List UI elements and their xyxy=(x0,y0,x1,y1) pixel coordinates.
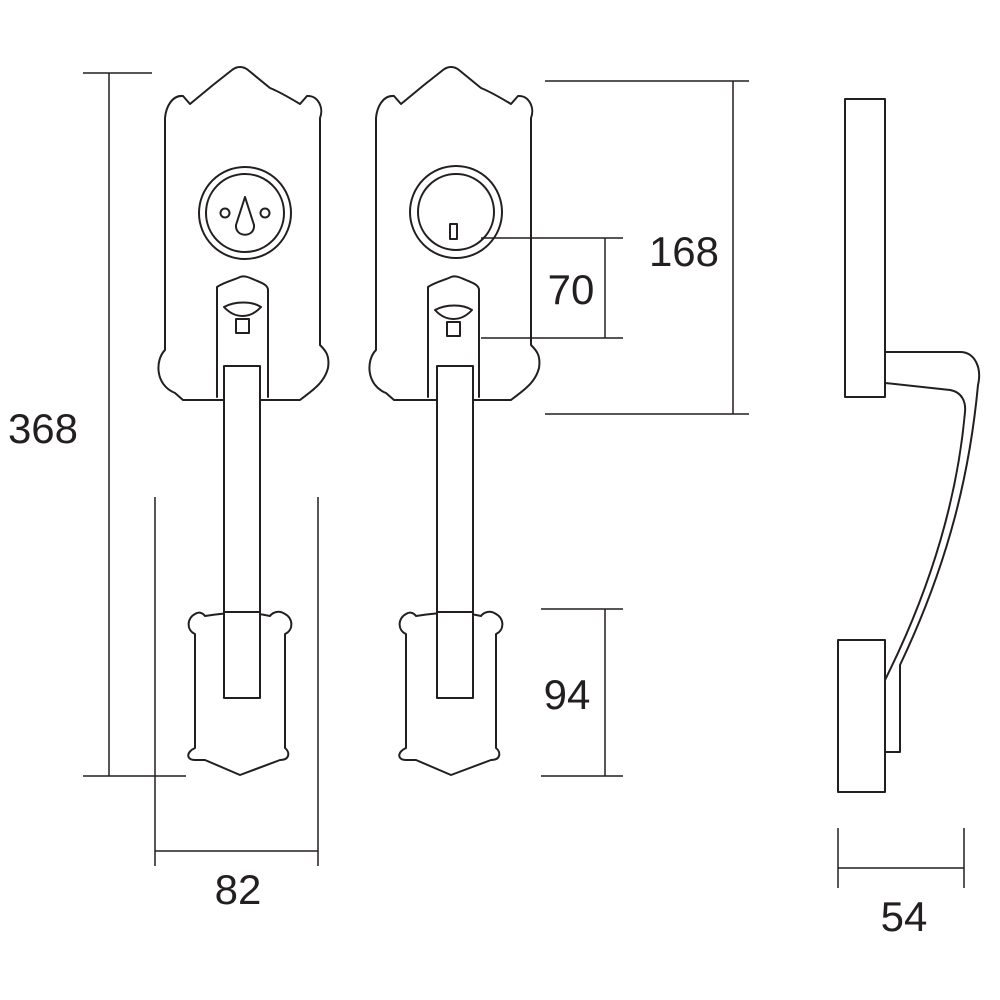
thumbturn-icon xyxy=(234,196,256,236)
dimension-label-plate-height: 168 xyxy=(649,228,719,275)
profile-handle-curve xyxy=(884,351,980,753)
profile-top-escutcheon xyxy=(844,98,886,398)
interior-thumb-housing xyxy=(216,275,269,398)
exterior-thumb-piece xyxy=(434,304,473,320)
interior-top-escutcheon xyxy=(157,66,330,401)
dimension-label-width: 82 xyxy=(215,866,262,913)
interior-handleset xyxy=(157,66,330,776)
exterior-thumb-housing xyxy=(427,275,480,398)
dimension-width: 82 xyxy=(154,497,319,913)
side-profile-view xyxy=(837,98,980,793)
key-cylinder-outer xyxy=(409,165,503,259)
dimension-grip-plate-height: 94 xyxy=(541,608,623,777)
rosette-screw-right xyxy=(259,207,271,219)
dimension-cylinder-to-thumb: 70 xyxy=(481,237,623,339)
thumbturn-rosette-inner xyxy=(205,173,285,253)
exterior-thumb-stem xyxy=(446,321,461,337)
exterior-top-escutcheon xyxy=(368,66,541,401)
interior-thumb-stem xyxy=(235,318,250,334)
dimension-label-overall-height: 368 xyxy=(8,405,78,452)
dimension-label-grip-plate-height: 94 xyxy=(544,671,591,718)
exterior-handle-grip-lower xyxy=(436,611,474,699)
dimension-overall-height: 368 xyxy=(8,72,186,777)
profile-handle-curve-inner xyxy=(884,382,967,681)
keyhole-icon xyxy=(449,223,458,240)
dimension-plate-height: 168 xyxy=(545,80,749,415)
rosette-screw-left xyxy=(219,207,231,219)
profile-bottom-escutcheon xyxy=(837,639,886,793)
interior-handle-grip-lower xyxy=(223,611,261,699)
interior-thumb-piece xyxy=(223,301,262,317)
dimension-label-cylinder-to-thumb: 70 xyxy=(548,266,595,313)
dimension-projection: 54 xyxy=(837,828,965,940)
thumbturn-rosette-outer xyxy=(198,166,292,260)
dimension-label-projection: 54 xyxy=(881,893,928,940)
exterior-handleset xyxy=(368,66,541,776)
key-cylinder-inner xyxy=(417,173,495,251)
